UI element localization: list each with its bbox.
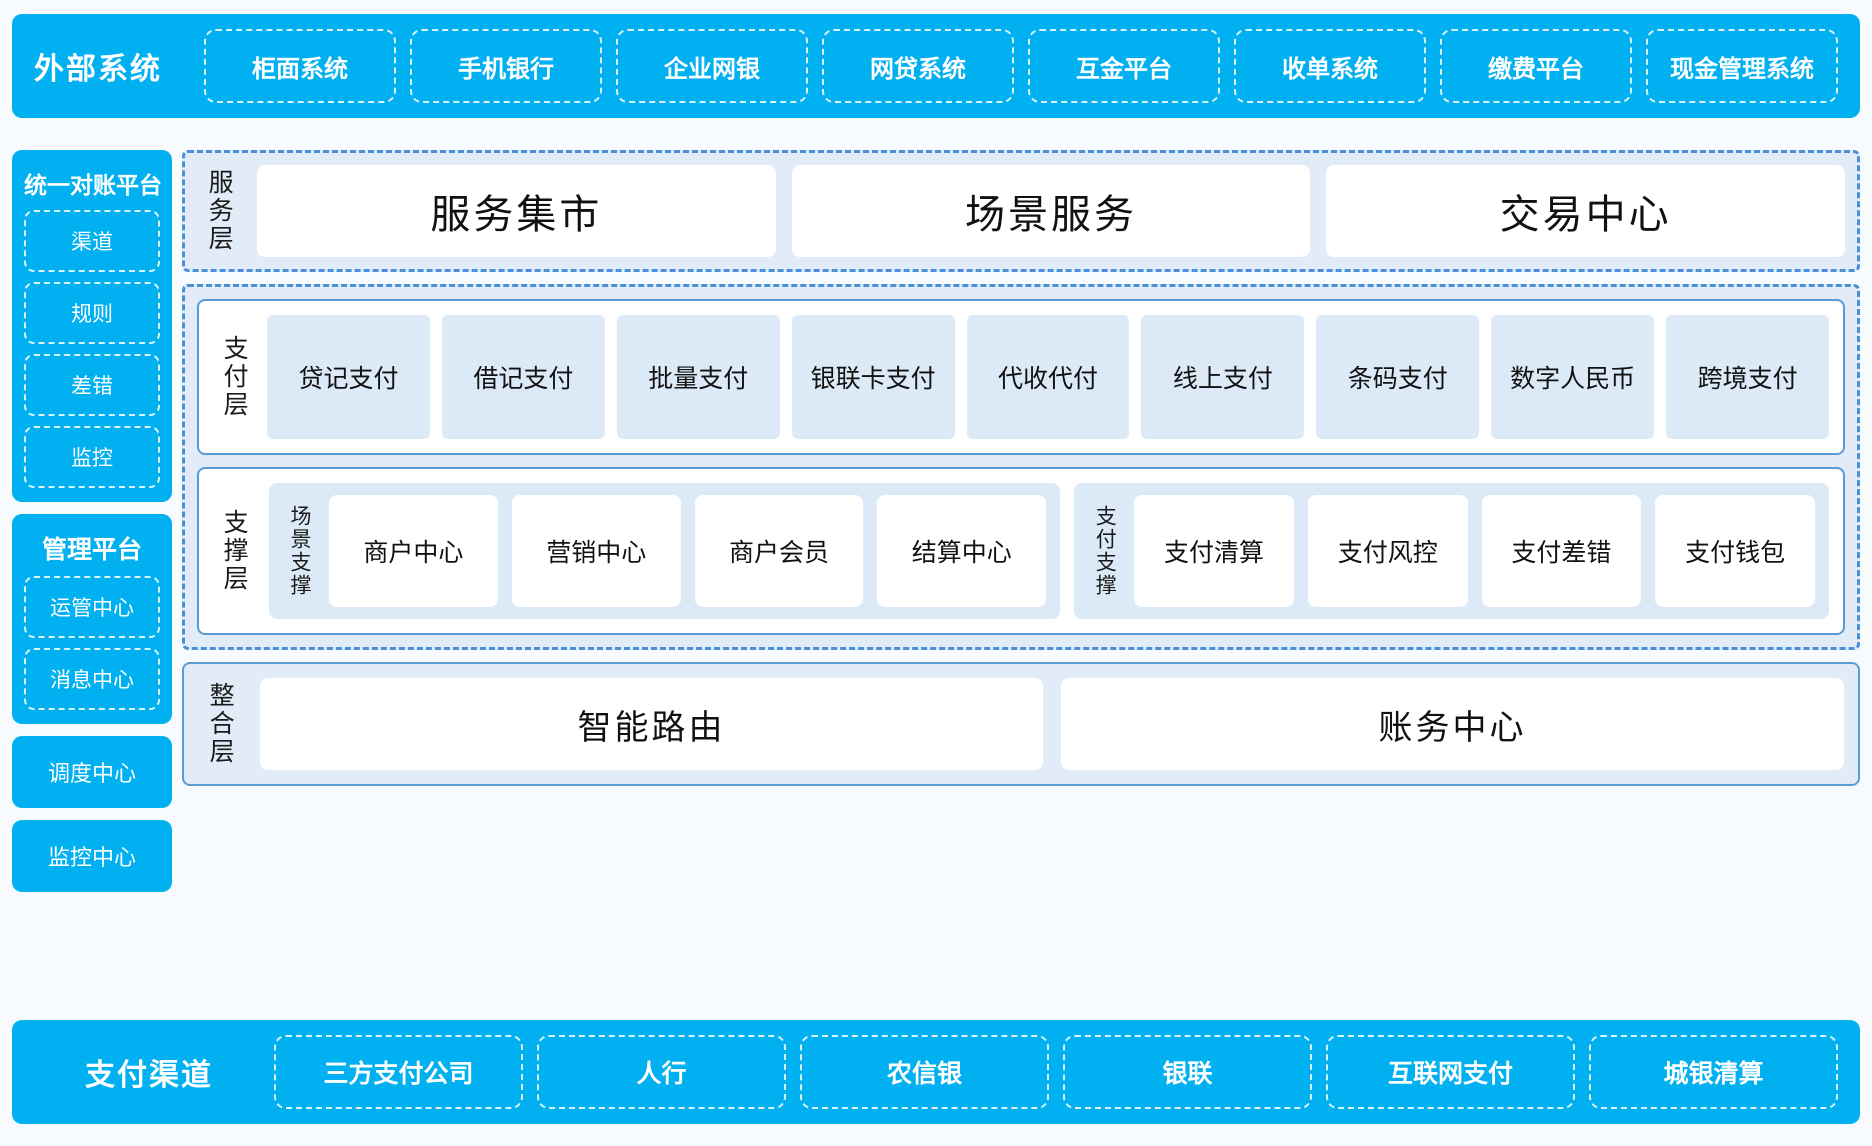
payment-layer-row: 支付层 贷记支付 借记支付 批量支付 银联卡支付 代收代付 线上支付 条码支付 … <box>213 315 1830 439</box>
sidebar-item-channel[interactable]: 渠道 <box>24 210 160 272</box>
payment-layer-card: 支付层 贷记支付 借记支付 批量支付 银联卡支付 代收代付 线上支付 条码支付 … <box>197 299 1845 455</box>
support-card-payment-risk[interactable]: 支付风控 <box>1307 495 1468 607</box>
sidebar-item-scheduling-center[interactable]: 调度中心 <box>12 736 172 808</box>
support-card-marketing-center[interactable]: 营销中心 <box>511 495 681 607</box>
payment-and-support-group: 支付层 贷记支付 借记支付 批量支付 银联卡支付 代收代付 线上支付 条码支付 … <box>182 284 1860 650</box>
payment-channel-item[interactable]: 银联 <box>1063 1034 1312 1110</box>
external-systems-list: 柜面系统 手机银行 企业网银 网贷系统 互金平台 收单系统 缴费平台 现金管理系… <box>204 28 1838 104</box>
sidebar-card-reconciliation-platform: 统一对账平台 渠道 规则 差错 监控 <box>12 150 172 502</box>
support-card-merchant-center[interactable]: 商户中心 <box>329 495 498 607</box>
service-card-transaction[interactable]: 交易中心 <box>1326 165 1846 257</box>
integration-layer-label: 整合层 <box>206 682 235 766</box>
payment-tile[interactable]: 跨境支付 <box>1666 315 1830 439</box>
support-card-payment-error[interactable]: 支付差错 <box>1481 495 1642 607</box>
integration-layer-row: 整合层 智能路由 账务中心 <box>198 678 1844 770</box>
support-card-merchant-member[interactable]: 商户会员 <box>694 495 864 607</box>
support-card-payment-clearing[interactable]: 支付清算 <box>1134 495 1294 607</box>
service-card-marketplace[interactable]: 服务集市 <box>257 165 776 257</box>
integration-card-smart-routing[interactable]: 智能路由 <box>260 678 1043 770</box>
payment-channel-item[interactable]: 互联网支付 <box>1326 1034 1575 1110</box>
external-systems-title: 外部系统 <box>34 53 162 86</box>
sidebar-card-management-platform: 管理平台 运管中心 消息中心 <box>12 514 172 724</box>
integration-card-accounting-center[interactable]: 账务中心 <box>1061 678 1844 770</box>
service-layer-group: 服务层 服务集市 场景服务 交易中心 <box>182 150 1860 272</box>
payment-channel-item[interactable]: 城银清算 <box>1589 1034 1838 1110</box>
platform-layers: 服务层 服务集市 场景服务 交易中心 支付层 贷记支付 借记支付 批量支付 银联… <box>182 150 1860 786</box>
sidebar-card-title: 管理平台 <box>41 536 142 564</box>
external-system-item[interactable]: 互金平台 <box>1028 28 1220 104</box>
payment-tile[interactable]: 条码支付 <box>1316 315 1480 439</box>
external-system-item[interactable]: 手机银行 <box>410 28 602 104</box>
external-systems-bar: 外部系统 柜面系统 手机银行 企业网银 网贷系统 互金平台 收单系统 缴费平台 … <box>12 14 1860 118</box>
sidebar-item-message-center[interactable]: 消息中心 <box>24 648 160 710</box>
payment-support-label: 支付支撑 <box>1093 505 1117 597</box>
payment-tile[interactable]: 借记支付 <box>441 315 605 439</box>
external-system-item[interactable]: 企业网银 <box>616 28 808 104</box>
scenario-support-label: 场景支撑 <box>288 505 312 597</box>
sidebar-card-title: 统一对账平台 <box>24 172 162 198</box>
external-system-item[interactable]: 缴费平台 <box>1440 28 1632 104</box>
left-sidebar: 统一对账平台 渠道 规则 差错 监控 管理平台 运管中心 消息中心 调度中心 监… <box>12 150 172 904</box>
payment-tile[interactable]: 线上支付 <box>1141 315 1305 439</box>
service-layer-label: 服务层 <box>205 169 234 253</box>
payment-channel-item[interactable]: 农信银 <box>800 1034 1049 1110</box>
support-card-payment-wallet[interactable]: 支付钱包 <box>1655 495 1815 607</box>
payment-tile[interactable]: 贷记支付 <box>267 315 430 439</box>
payment-layer-label: 支付层 <box>220 335 249 419</box>
support-layer-card: 支撑层 场景支撑 商户中心 营销中心 商户会员 结算中心 支付支撑 支付清算 支… <box>197 467 1845 635</box>
support-layer-row: 支撑层 场景支撑 商户中心 营销中心 商户会员 结算中心 支付支撑 支付清算 支… <box>213 483 1829 619</box>
scenario-support-group: 场景支撑 商户中心 营销中心 商户会员 结算中心 <box>269 483 1061 619</box>
integration-layer-group: 整合层 智能路由 账务中心 <box>182 662 1860 786</box>
sidebar-item-monitor[interactable]: 监控 <box>24 426 160 488</box>
sidebar-item-monitoring-center[interactable]: 监控中心 <box>12 820 172 892</box>
payment-tile[interactable]: 数字人民币 <box>1491 315 1655 439</box>
sidebar-item-operations-center[interactable]: 运管中心 <box>24 576 160 638</box>
payment-channel-item[interactable]: 人行 <box>537 1034 786 1110</box>
payment-channels-list: 三方支付公司 人行 农信银 银联 互联网支付 城银清算 <box>274 1034 1838 1110</box>
service-layer-row: 服务层 服务集市 场景服务 交易中心 <box>197 165 1846 257</box>
support-card-settlement-center[interactable]: 结算中心 <box>877 495 1047 607</box>
external-system-item[interactable]: 现金管理系统 <box>1646 28 1838 104</box>
external-system-item[interactable]: 网贷系统 <box>822 28 1014 104</box>
payment-channel-item[interactable]: 三方支付公司 <box>274 1034 523 1110</box>
support-layer-label: 支撑层 <box>220 509 249 593</box>
external-system-item[interactable]: 柜面系统 <box>204 28 396 104</box>
payment-channels-title: 支付渠道 <box>85 1059 213 1092</box>
payment-tile[interactable]: 代收代付 <box>966 315 1130 439</box>
external-system-item[interactable]: 收单系统 <box>1234 28 1426 104</box>
payment-channels-bar: 支付渠道 三方支付公司 人行 农信银 银联 互联网支付 城银清算 <box>12 1020 1860 1124</box>
payment-support-group: 支付支撑 支付清算 支付风控 支付差错 支付钱包 <box>1074 483 1829 619</box>
sidebar-item-error[interactable]: 差错 <box>24 354 160 416</box>
service-card-scenario[interactable]: 场景服务 <box>791 165 1311 257</box>
sidebar-item-rule[interactable]: 规则 <box>24 282 160 344</box>
payment-tile[interactable]: 银联卡支付 <box>791 315 955 439</box>
payment-tile[interactable]: 批量支付 <box>616 315 780 439</box>
